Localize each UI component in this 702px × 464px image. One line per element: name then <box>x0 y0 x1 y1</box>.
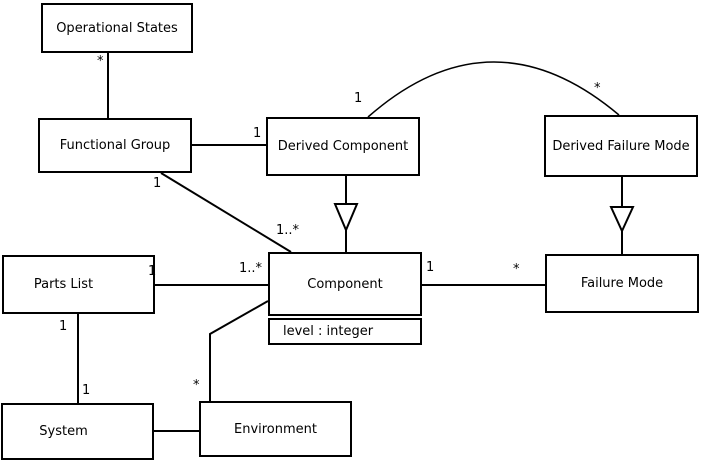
class-box-environment: Environment <box>199 401 352 457</box>
generalization-arrow-derived-failure-mode <box>609 206 635 234</box>
multiplicity-parts-list-system-dst: 1 <box>82 383 91 398</box>
association-environment-component <box>209 300 269 401</box>
class-attributes-component: level : integer <box>268 318 422 345</box>
class-box-failure-mode: Failure Mode <box>545 254 699 313</box>
class-box-parts-list: Parts List <box>2 255 155 314</box>
multiplicity-parts-list-system-src: 1 <box>59 319 68 334</box>
multiplicity-functional-group-component-dst: 1..* <box>276 223 300 238</box>
class-name-operational-states: Operational States <box>56 20 178 36</box>
multiplicity-operational-states-end: * <box>97 54 104 69</box>
class-name-derived-component: Derived Component <box>277 139 409 154</box>
class-box-derived-failure-mode: Derived Failure Mode <box>544 115 698 177</box>
multiplicity-component-failure-mode-dst: * <box>513 262 520 277</box>
class-name-functional-group: Functional Group <box>59 138 171 153</box>
class-name-derived-failure-mode: Derived Failure Mode <box>552 138 690 154</box>
multiplicity-parts-list-component-dst: 1..* <box>239 261 263 276</box>
class-name-component: Component <box>307 276 383 292</box>
multiplicity-component-failure-mode-src: 1 <box>426 260 435 275</box>
multiplicity-functional-group-derived-component: 1 <box>253 126 262 141</box>
multiplicity-derived-failure-mode-arc-end: * <box>594 81 601 96</box>
attribute-component-level: level : integer <box>283 324 374 339</box>
association-arc-derived-component-derived-failure-mode <box>367 61 620 118</box>
multiplicity-derived-component-arc-end: 1 <box>354 91 363 106</box>
association-functional-group-component <box>160 172 292 253</box>
multiplicity-functional-group-component-src: 1 <box>153 176 162 191</box>
class-name-parts-list: Parts List <box>33 277 94 292</box>
class-name-system: System <box>39 424 88 439</box>
class-box-system: System <box>1 403 154 460</box>
class-name-environment: Environment <box>233 421 317 437</box>
generalization-arrow-derived-component <box>333 203 359 233</box>
class-box-component: Component <box>268 252 422 316</box>
class-box-functional-group: Functional Group <box>38 118 192 173</box>
class-name-failure-mode: Failure Mode <box>580 276 664 291</box>
multiplicity-environment-component-end: * <box>193 378 200 393</box>
class-box-operational-states: Operational States <box>41 3 193 53</box>
multiplicity-parts-list-component-src: 1 <box>148 264 157 279</box>
class-box-derived-component: Derived Component <box>266 117 420 176</box>
